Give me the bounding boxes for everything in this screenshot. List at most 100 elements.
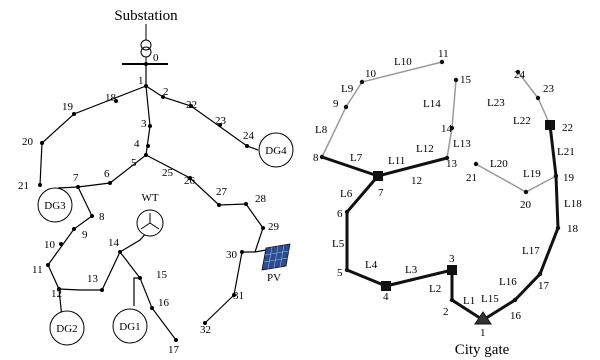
node-label: 5 [337, 267, 343, 279]
node-label: 17 [168, 344, 180, 356]
pv-label: PV [267, 272, 281, 284]
line-label: L14 [423, 98, 441, 110]
line-label: L15 [481, 293, 499, 305]
dg3-generator: DG3 [37, 187, 73, 223]
node-label: 7 [73, 172, 79, 184]
node-label: 9 [333, 98, 339, 110]
node-label: 17 [538, 280, 550, 292]
node-label: 12 [411, 175, 422, 187]
node-label: 30 [226, 249, 238, 261]
node-label: 20 [520, 199, 532, 211]
node-label: 8 [313, 152, 319, 164]
node-label: 2 [163, 86, 169, 98]
gas-network: City gate 1 2 3 4 5 6 7 8 9 10 11 12 13 … [313, 48, 582, 358]
node-label: 10 [44, 239, 56, 251]
gas-line-labels: L1 L2 L3 L4 L5 L6 L7 L8 L9 L10 L11 L12 L… [315, 56, 582, 307]
line-label: L21 [557, 146, 575, 158]
dg1-generator: DG1 [112, 308, 148, 344]
node-label: 12 [51, 288, 62, 300]
city-gate-icon [474, 311, 492, 325]
wind-turbine-icon: WT [136, 192, 164, 237]
node-label: 18 [567, 223, 579, 235]
node-label: 20 [22, 136, 34, 148]
gas-node-dots [319, 59, 561, 303]
node-label: 24 [514, 69, 526, 81]
transformer-icon [140, 24, 152, 64]
node-label: 2 [443, 306, 449, 318]
power-node-labels: 0 1 2 3 4 5 6 7 8 9 10 11 12 13 14 15 16… [18, 52, 280, 356]
gas-node-labels: 1 2 3 4 5 6 7 8 9 10 11 12 13 14 15 16 1… [313, 48, 579, 339]
line-label: L2 [429, 283, 441, 295]
line-label: L1 [463, 295, 475, 307]
dg2-label: DG2 [56, 323, 77, 335]
line-label: L12 [416, 143, 434, 155]
line-label: L10 [394, 56, 412, 68]
node-label: 1 [138, 75, 144, 87]
node-label: 8 [99, 211, 105, 223]
line-label: L22 [513, 115, 531, 127]
line-label: L18 [564, 198, 582, 210]
node-label: 15 [156, 269, 168, 281]
node-label: 10 [365, 68, 377, 80]
node-label: 3 [449, 253, 455, 265]
node-label: 9 [82, 229, 88, 241]
dg1-label: DG1 [119, 321, 140, 333]
node-label: 29 [268, 221, 280, 233]
node-label: 28 [255, 193, 267, 205]
node-label: 25 [162, 167, 174, 179]
power-node-dots [38, 62, 265, 342]
line-label: L6 [340, 188, 353, 200]
node-label: 6 [104, 168, 110, 180]
dg2-generator: DG2 [49, 310, 85, 346]
dg4-generator: DG4 [258, 132, 294, 168]
node-label: 19 [62, 101, 74, 113]
node-label: 1 [480, 327, 486, 339]
node-label: 3 [141, 118, 147, 130]
node-label: 23 [215, 115, 227, 127]
node-label: 0 [153, 52, 159, 64]
wt-label: WT [141, 192, 158, 204]
node-label: 16 [158, 297, 170, 309]
node-label: 14 [108, 237, 120, 249]
node-label: 22 [562, 122, 573, 134]
node-label: 21 [18, 180, 29, 192]
line-label: L7 [350, 152, 363, 164]
node-label: 11 [438, 48, 449, 60]
node-label: 13 [87, 273, 99, 285]
node-label: 26 [184, 175, 196, 187]
node-label: 19 [563, 172, 575, 184]
line-label: L3 [405, 264, 418, 276]
line-label: L5 [332, 238, 345, 250]
line-label: L20 [490, 158, 508, 170]
substation-title: Substation [114, 8, 178, 24]
line-label: L11 [388, 155, 405, 167]
gas-main-lines [321, 124, 560, 322]
dg4-label: DG4 [265, 145, 287, 157]
node-label: 16 [510, 310, 522, 322]
node-label: 4 [134, 138, 140, 150]
node-label: 32 [200, 324, 211, 336]
node-label: 24 [243, 130, 255, 142]
line-label: L23 [487, 97, 505, 109]
city-gate-label: City gate [455, 342, 510, 358]
node-label: 31 [233, 290, 244, 302]
line-label: L4 [365, 259, 378, 271]
node-label: 27 [216, 186, 228, 198]
node-label: 5 [131, 157, 137, 169]
node-label: 18 [105, 92, 117, 104]
node-label: 22 [186, 99, 197, 111]
dg3-label: DG3 [44, 200, 66, 212]
gas-branch-lines [321, 61, 557, 193]
gas-station-squares [373, 120, 555, 291]
power-network: Substation [18, 8, 294, 356]
power-lines [39, 64, 267, 341]
node-label: 23 [543, 83, 555, 95]
node-label: 6 [337, 208, 343, 220]
line-label: L13 [453, 138, 471, 150]
line-label: L8 [315, 124, 328, 136]
node-label: 15 [460, 74, 472, 86]
node-label: 4 [383, 291, 389, 303]
line-label: L16 [499, 276, 517, 288]
